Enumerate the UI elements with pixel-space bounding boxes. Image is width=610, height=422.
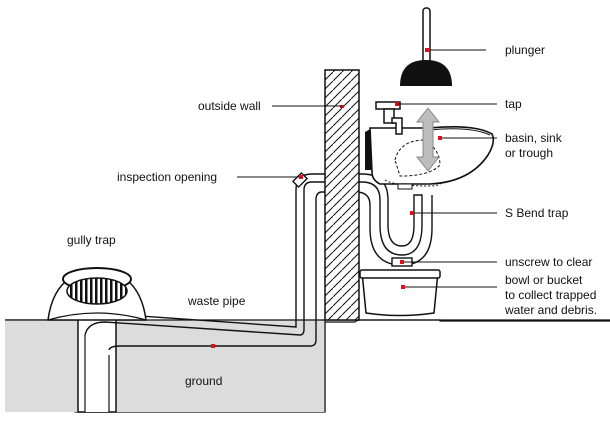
label-tap: tap	[505, 97, 522, 111]
label-ground: ground	[185, 374, 222, 388]
label-basin-1: basin, sink	[505, 131, 563, 145]
label-inspection-opening: inspection opening	[117, 170, 217, 184]
plunger-icon	[400, 7, 452, 86]
label-gully-trap: gully trap	[67, 233, 116, 247]
label-unscrew-to-clear: unscrew to clear	[505, 255, 592, 269]
label-bowl-1: bowl or bucket	[505, 273, 583, 287]
gully-grate-icon	[66, 277, 128, 305]
marker-dots	[211, 136, 442, 348]
plunge-motion-arrow	[415, 107, 441, 172]
label-bowl-2: to collect trapped	[505, 288, 596, 302]
leader-lines	[237, 49, 497, 288]
label-plunger: plunger	[505, 43, 545, 57]
label-bowl-3: water and debris.	[504, 303, 597, 317]
label-outside-wall: outside wall	[198, 99, 261, 113]
label-s-bend-trap: S Bend trap	[505, 206, 569, 220]
label-waste-pipe: waste pipe	[187, 294, 246, 308]
gully-trap	[47, 267, 147, 321]
ground-fill	[5, 320, 325, 412]
tap-icon	[375, 101, 403, 135]
outside-wall	[324, 69, 360, 321]
bucket	[359, 269, 441, 317]
label-basin-2: or trough	[505, 146, 553, 160]
